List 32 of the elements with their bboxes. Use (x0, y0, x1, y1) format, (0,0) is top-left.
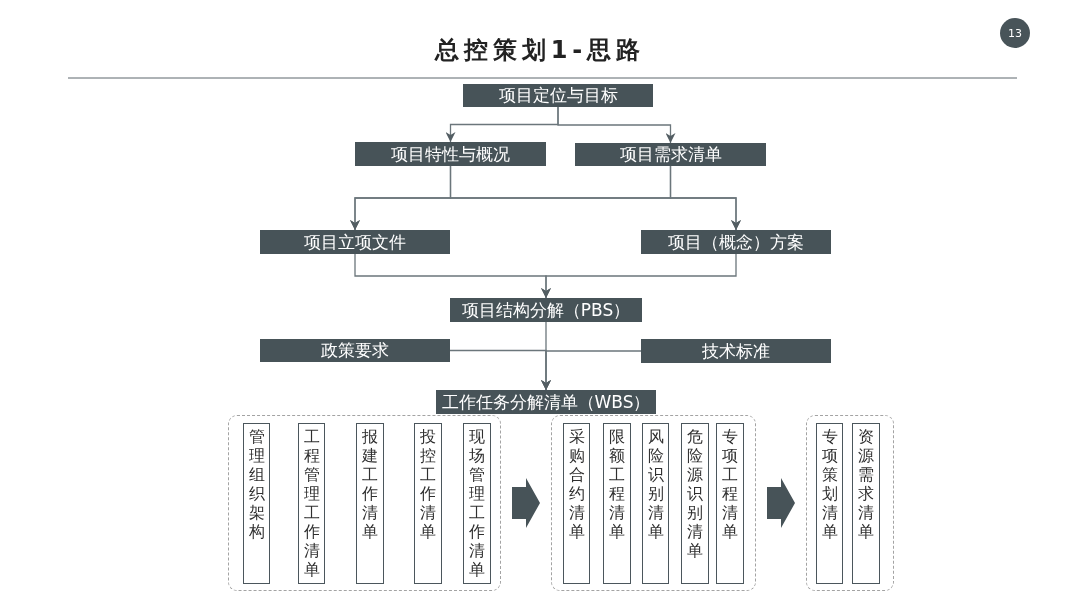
list-box: 工程管理工作清单 (298, 423, 325, 584)
list-box: 管理组织架构 (243, 423, 270, 584)
process-box: 技术标准 (641, 339, 831, 363)
block-arrow (512, 478, 540, 528)
connector-arrow (541, 350, 642, 391)
list-box: 限额工程清单 (603, 423, 631, 584)
process-box: 项目特性与概况 (355, 142, 546, 166)
list-box: 投控工作清单 (414, 423, 442, 584)
list-box: 专项策划清单 (816, 423, 843, 584)
list-box: 专项工程清单 (716, 423, 744, 584)
process-box: 项目需求清单 (575, 143, 766, 166)
title: 总控策划1-思路 (434, 35, 646, 66)
connector-arrow (557, 106, 676, 144)
connector-arrow (669, 165, 741, 231)
list-box: 危险源识别清单 (681, 423, 709, 584)
connector-arrow (541, 253, 737, 299)
dashed-group-frame (551, 415, 756, 591)
list-box: 报建工作清单 (356, 423, 384, 584)
dashed-group-frame (228, 415, 501, 591)
process-box: 项目立项文件 (260, 230, 450, 254)
list-box: 现场管理工作清单 (463, 423, 491, 584)
list-box: 采购合约清单 (563, 423, 590, 584)
process-box: 政策要求 (260, 339, 450, 362)
list-box: 资源需求清单 (852, 423, 880, 584)
page-number: 13 (1000, 18, 1030, 48)
list-box: 风险识别清单 (642, 423, 669, 584)
process-box: 项目定位与目标 (463, 84, 653, 107)
dashed-group-frame (806, 415, 894, 591)
process-box: 工作任务分解清单（WBS） (436, 390, 656, 414)
block-arrow (767, 478, 795, 528)
process-box: 项目（概念）方案 (641, 230, 831, 254)
process-box: 项目结构分解（PBS） (450, 298, 642, 322)
